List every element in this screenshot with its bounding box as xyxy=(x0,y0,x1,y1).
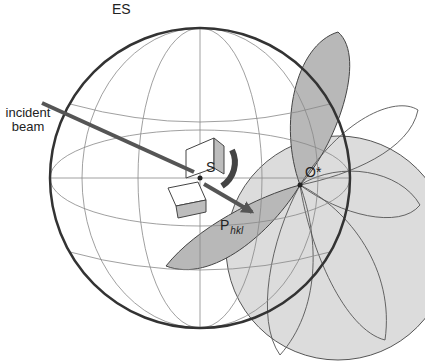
arc-band xyxy=(222,150,235,186)
sphere-grid xyxy=(50,28,350,328)
sphere-label: ES xyxy=(112,2,131,17)
wedge xyxy=(214,138,224,174)
ewald-sphere xyxy=(50,28,350,328)
diffraction-vector xyxy=(204,184,252,212)
limiting-sphere xyxy=(226,136,425,360)
point-label: S xyxy=(206,160,215,175)
incident-beam-line xyxy=(42,103,194,172)
vector-label: P xyxy=(220,218,229,233)
shaded-lobe xyxy=(290,32,349,185)
origin-point xyxy=(298,183,303,188)
center-point xyxy=(198,176,203,181)
beam-label: incident beam xyxy=(2,106,54,135)
lobe-outline xyxy=(267,185,313,355)
wedge xyxy=(176,200,206,218)
vector-subscript: hkl xyxy=(230,225,243,236)
point-label: O* xyxy=(305,165,321,180)
lobe-outline xyxy=(300,106,418,185)
